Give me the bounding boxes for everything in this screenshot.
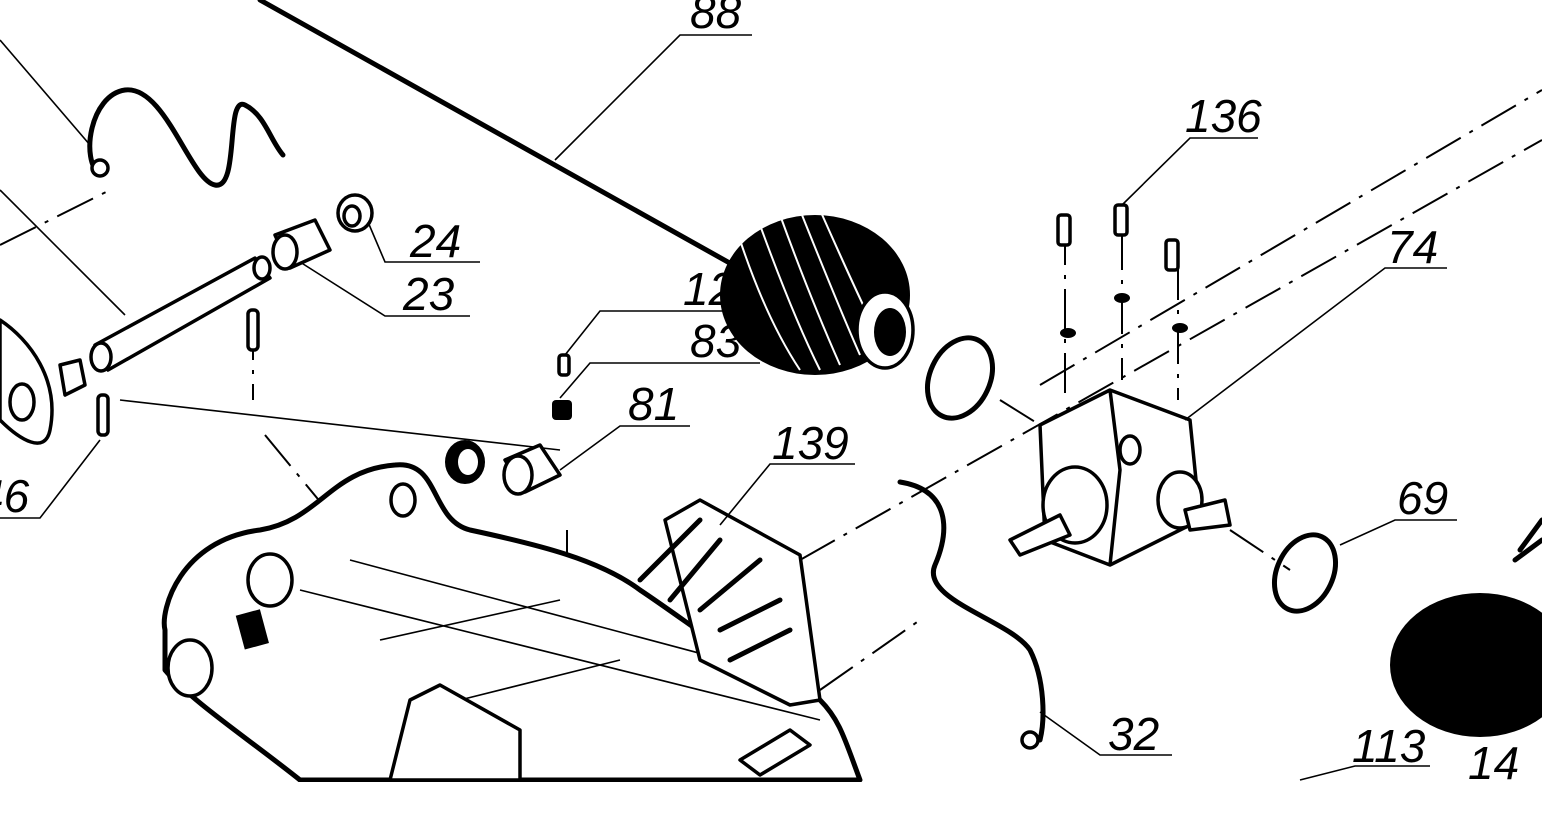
gearbox — [1008, 388, 1232, 567]
bushing-part-24 — [336, 193, 374, 233]
label-46: 46 — [0, 470, 30, 522]
pin-part-46 — [96, 393, 110, 437]
cable-end-loop — [1020, 730, 1040, 750]
label-136: 136 — [1185, 90, 1262, 142]
label-14: 14 — [1468, 737, 1519, 789]
label-12: 12 — [683, 263, 734, 315]
label-32: 32 — [1108, 708, 1159, 760]
circlip-ring-69 — [1272, 532, 1338, 614]
leader-lines — [0, 34, 1457, 781]
label-88: 88 — [690, 0, 742, 38]
circlip-ring — [925, 335, 995, 421]
bellows-boot-2 — [1390, 593, 1542, 737]
pin-part — [246, 308, 260, 352]
spring-wire — [87, 87, 286, 188]
label-139: 139 — [772, 417, 849, 469]
bolts-part-136 — [1056, 203, 1188, 338]
bracket-hole — [8, 382, 36, 422]
spring-end-loop — [90, 158, 110, 178]
main-frame — [161, 462, 863, 783]
screw-part-12 — [557, 353, 571, 377]
label-113: 113 — [1352, 720, 1426, 772]
nut-part-83 — [552, 400, 572, 420]
label-74: 74 — [1387, 221, 1438, 273]
part-right-edge — [1512, 517, 1542, 563]
bushing-part-23 — [271, 218, 332, 271]
blank-bottom-margin — [0, 782, 1542, 838]
shaft-part — [89, 255, 272, 373]
part-labels: 88 136 74 24 23 12 83 81 139 69 46 32 11… — [0, 0, 1519, 789]
cable-part-32 — [897, 479, 1046, 743]
label-81: 81 — [628, 378, 679, 430]
bracket-left — [0, 318, 54, 445]
sleeve-part-81 — [502, 443, 562, 496]
label-69: 69 — [1397, 472, 1448, 524]
rod-part-88 — [257, 0, 763, 283]
label-23: 23 — [402, 268, 455, 320]
bellows-boot — [720, 209, 915, 375]
bearing-part — [445, 440, 485, 484]
bracket-boss — [58, 358, 87, 397]
label-24: 24 — [409, 215, 461, 267]
label-83: 83 — [690, 315, 742, 367]
